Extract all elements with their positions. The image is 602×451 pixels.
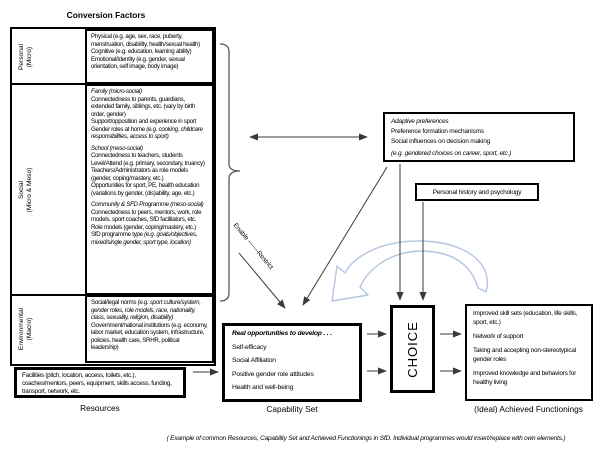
personal-factors-box: Physical (e.g. age, sex, race, puberty, … xyxy=(85,29,214,84)
choice-label: CHOICE xyxy=(405,320,420,378)
community-paragraph: Community & SFD Programme (meso-social) … xyxy=(91,201,204,246)
capability-item: Positive gender role attitudes xyxy=(232,370,314,378)
achieved-functionings-box: Improved skill sets (education, life ski… xyxy=(465,304,593,401)
figure-caption: ( Example of common Resources, Capabilit… xyxy=(166,435,566,442)
capability-item: Self-efficacy xyxy=(232,343,267,351)
personal-item: Cognitive (e.g. education, learning abil… xyxy=(91,48,192,55)
capability-item: Health and well-being xyxy=(232,384,294,391)
functioning-item: Taking and accepting non-stereotypical g… xyxy=(473,347,576,364)
adaptive-to-capability-arrow xyxy=(302,166,388,306)
school-paragraph: School (meso-social) Connectedness to te… xyxy=(91,144,205,197)
feedback-curved-arrow xyxy=(331,240,488,302)
side-label-social: Social (Micro & Meso) xyxy=(17,167,33,212)
conversion-brace xyxy=(219,43,241,302)
capability-set-box: Real opportunities to develop . . . Self… xyxy=(222,323,362,402)
environmental-factors-box: Social/legal norms (e.g. sport culture/s… xyxy=(85,295,214,363)
environmental-item: Social/legal norms (e.g. sport culture/s… xyxy=(91,299,201,321)
resources-label: Resources xyxy=(80,403,120,413)
environmental-item: Government/national institutions (e.g. e… xyxy=(91,321,208,352)
family-heading: Family (micro-social) xyxy=(91,88,142,95)
conversion-factors-title: Conversion Factors xyxy=(66,10,146,20)
school-heading: School (meso-social) xyxy=(91,144,143,152)
achieved-functionings-label: (Ideal) Achieved Functionings xyxy=(474,404,583,414)
personal-item: Physical (e.g. age, sex, race, puberty, … xyxy=(91,33,200,48)
resources-box: Facilities (pitch, location, access, toi… xyxy=(14,367,186,398)
side-label-environmental: Environmental (Macro) xyxy=(17,307,33,351)
capability-heading: Real opportunities to develop . . . xyxy=(232,330,332,337)
community-heading: Community & SFD Programme (meso-social) xyxy=(91,201,204,208)
functioning-item: Improved skill sets (education, life ski… xyxy=(473,310,578,326)
capability-item: Social Affiliation xyxy=(232,357,276,364)
family-paragraph: Family (micro-social) Connectedness to p… xyxy=(91,88,203,140)
side-label-personal: Personal (Micro) xyxy=(17,43,33,70)
personal-item: Emotional/Identity (e.g. gender, sexual … xyxy=(91,55,185,71)
functioning-item: Network of support xyxy=(473,333,524,341)
personal-history-box: Personal history and psychology xyxy=(415,183,539,201)
conversion-factors-container xyxy=(10,27,216,366)
social-factors-box: Family (micro-social) Connectedness to p… xyxy=(85,84,214,295)
capability-set-label: Capability Set xyxy=(266,404,318,414)
enable-restrict-annotation: Enable -------Restrict xyxy=(231,222,275,271)
choice-box: CHOICE xyxy=(390,305,435,393)
functioning-item: Improved knowledge and behaviors for hea… xyxy=(473,370,577,387)
adaptive-preferences-box: Adaptive preferences Preference formatio… xyxy=(383,112,575,162)
